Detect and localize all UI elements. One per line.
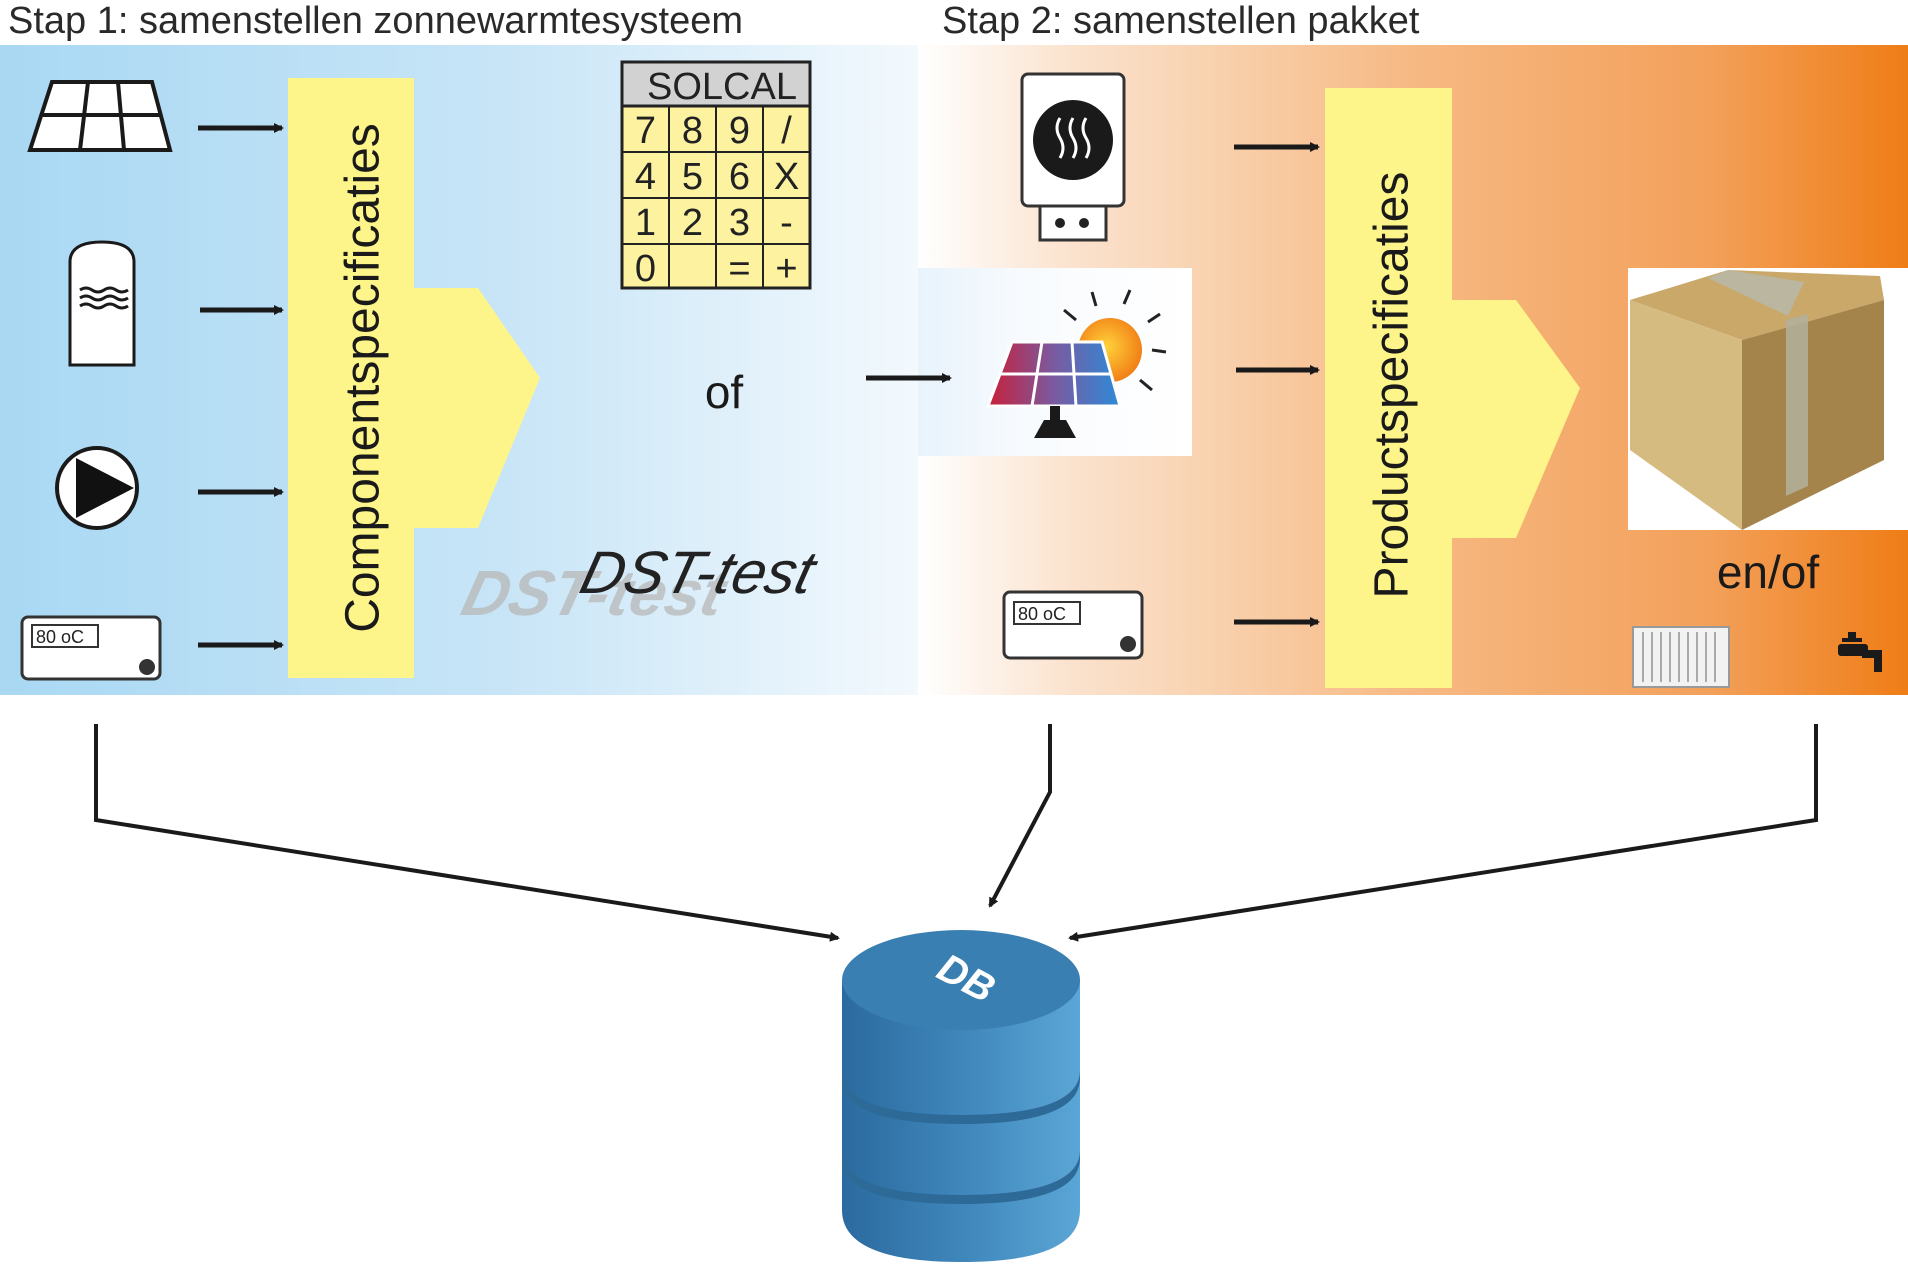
package-box-icon (1628, 268, 1908, 530)
tap-icon (1838, 632, 1882, 672)
calculator-key: + (775, 248, 797, 290)
radiator-icon (1632, 626, 1730, 688)
calculator-key: 7 (635, 110, 656, 152)
step1-title: Stap 1: samenstellen zonnewarmtesysteem (8, 0, 744, 42)
calculator-key: - (780, 202, 793, 244)
and-or-label: en/of (1717, 546, 1820, 598)
calculator-key: 1 (635, 202, 656, 244)
input-arrows-step2 (1234, 142, 1320, 627)
component-specs-label: Componentspecificaties (337, 123, 390, 633)
calculator-key: 8 (682, 110, 703, 152)
controller-icon-step2: 80 oC (1002, 590, 1144, 660)
calculator-key: 5 (682, 156, 703, 198)
product-specs-label: Productspecificaties (1366, 172, 1419, 599)
component-specs-arrow: Componentspecificaties (288, 78, 540, 678)
calculator-key: 3 (729, 202, 750, 244)
calculator-key: 6 (729, 156, 750, 198)
calculator-key: = (728, 248, 750, 290)
pv-panel-icon (985, 289, 1167, 438)
controller-icon: 80 oC (20, 615, 162, 681)
calculator-key: / (781, 110, 792, 152)
svg-text:DST-test: DST-test (455, 557, 735, 629)
calculator-key: 4 (635, 156, 656, 198)
solar-collector-icon (27, 80, 173, 152)
calculator-key: 2 (682, 202, 703, 244)
calculator-key: 0 (635, 248, 656, 290)
controller-display-text-step2: 80 oC (1018, 604, 1066, 624)
storage-tank-icon (68, 240, 136, 367)
calculator-title: SOLCAL (647, 66, 797, 108)
controller-display-text: 80 oC (36, 627, 84, 647)
dst-test-logo: DST-test DST-test (455, 539, 825, 629)
step2-title: Stap 2: samenstellen pakket (942, 0, 1420, 42)
db-connectors (94, 724, 1818, 942)
database-icon: DB (842, 930, 1080, 1262)
boiler-icon (1020, 72, 1126, 242)
calculator-key: 9 (729, 110, 750, 152)
pump-icon (55, 446, 139, 530)
calculator-key: X (774, 156, 799, 198)
input-arrows-step1 (198, 123, 284, 650)
or-label: of (705, 366, 744, 418)
product-specs-arrow: Productspecificaties (1325, 88, 1580, 688)
svg-text:DST-test: DST-test (574, 539, 825, 606)
